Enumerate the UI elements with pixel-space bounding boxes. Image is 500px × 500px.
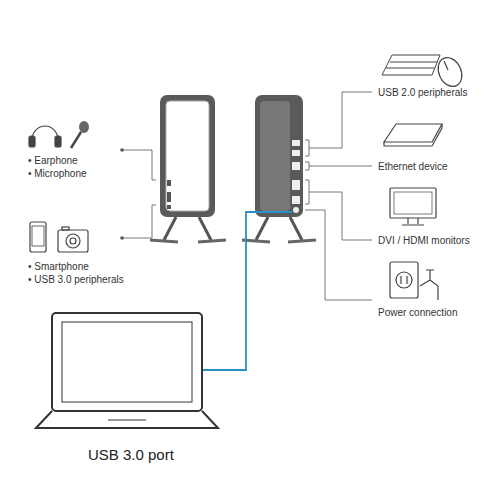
dock-back [242, 95, 316, 242]
device-label: • Microphone [28, 167, 87, 180]
router-icon [384, 124, 442, 146]
dock-front [150, 95, 226, 242]
device-label: • Smartphone [28, 260, 89, 273]
keyboard-icon [382, 55, 440, 75]
laptop-icon [36, 313, 218, 428]
leader-lines [122, 92, 372, 300]
microphone-icon [71, 121, 89, 148]
smartphone-icon [30, 222, 46, 252]
headphones-icon [29, 126, 61, 147]
leader-dots [120, 148, 124, 240]
device-label: USB 2.0 peripherals [378, 86, 468, 99]
usb-cable [203, 212, 292, 370]
device-label: Power connection [378, 306, 458, 319]
camera-icon [58, 227, 88, 252]
mouse-icon [434, 54, 467, 90]
device-label: DVI / HDMI monitors [378, 234, 470, 247]
port-caption: USB 3.0 port [88, 446, 174, 464]
monitor-icon [390, 188, 436, 225]
device-label: • Earphone [28, 154, 78, 167]
power-plug-icon [390, 262, 438, 300]
device-label: • USB 3.0 peripherals [28, 273, 124, 286]
device-label: Ethernet device [378, 160, 448, 173]
